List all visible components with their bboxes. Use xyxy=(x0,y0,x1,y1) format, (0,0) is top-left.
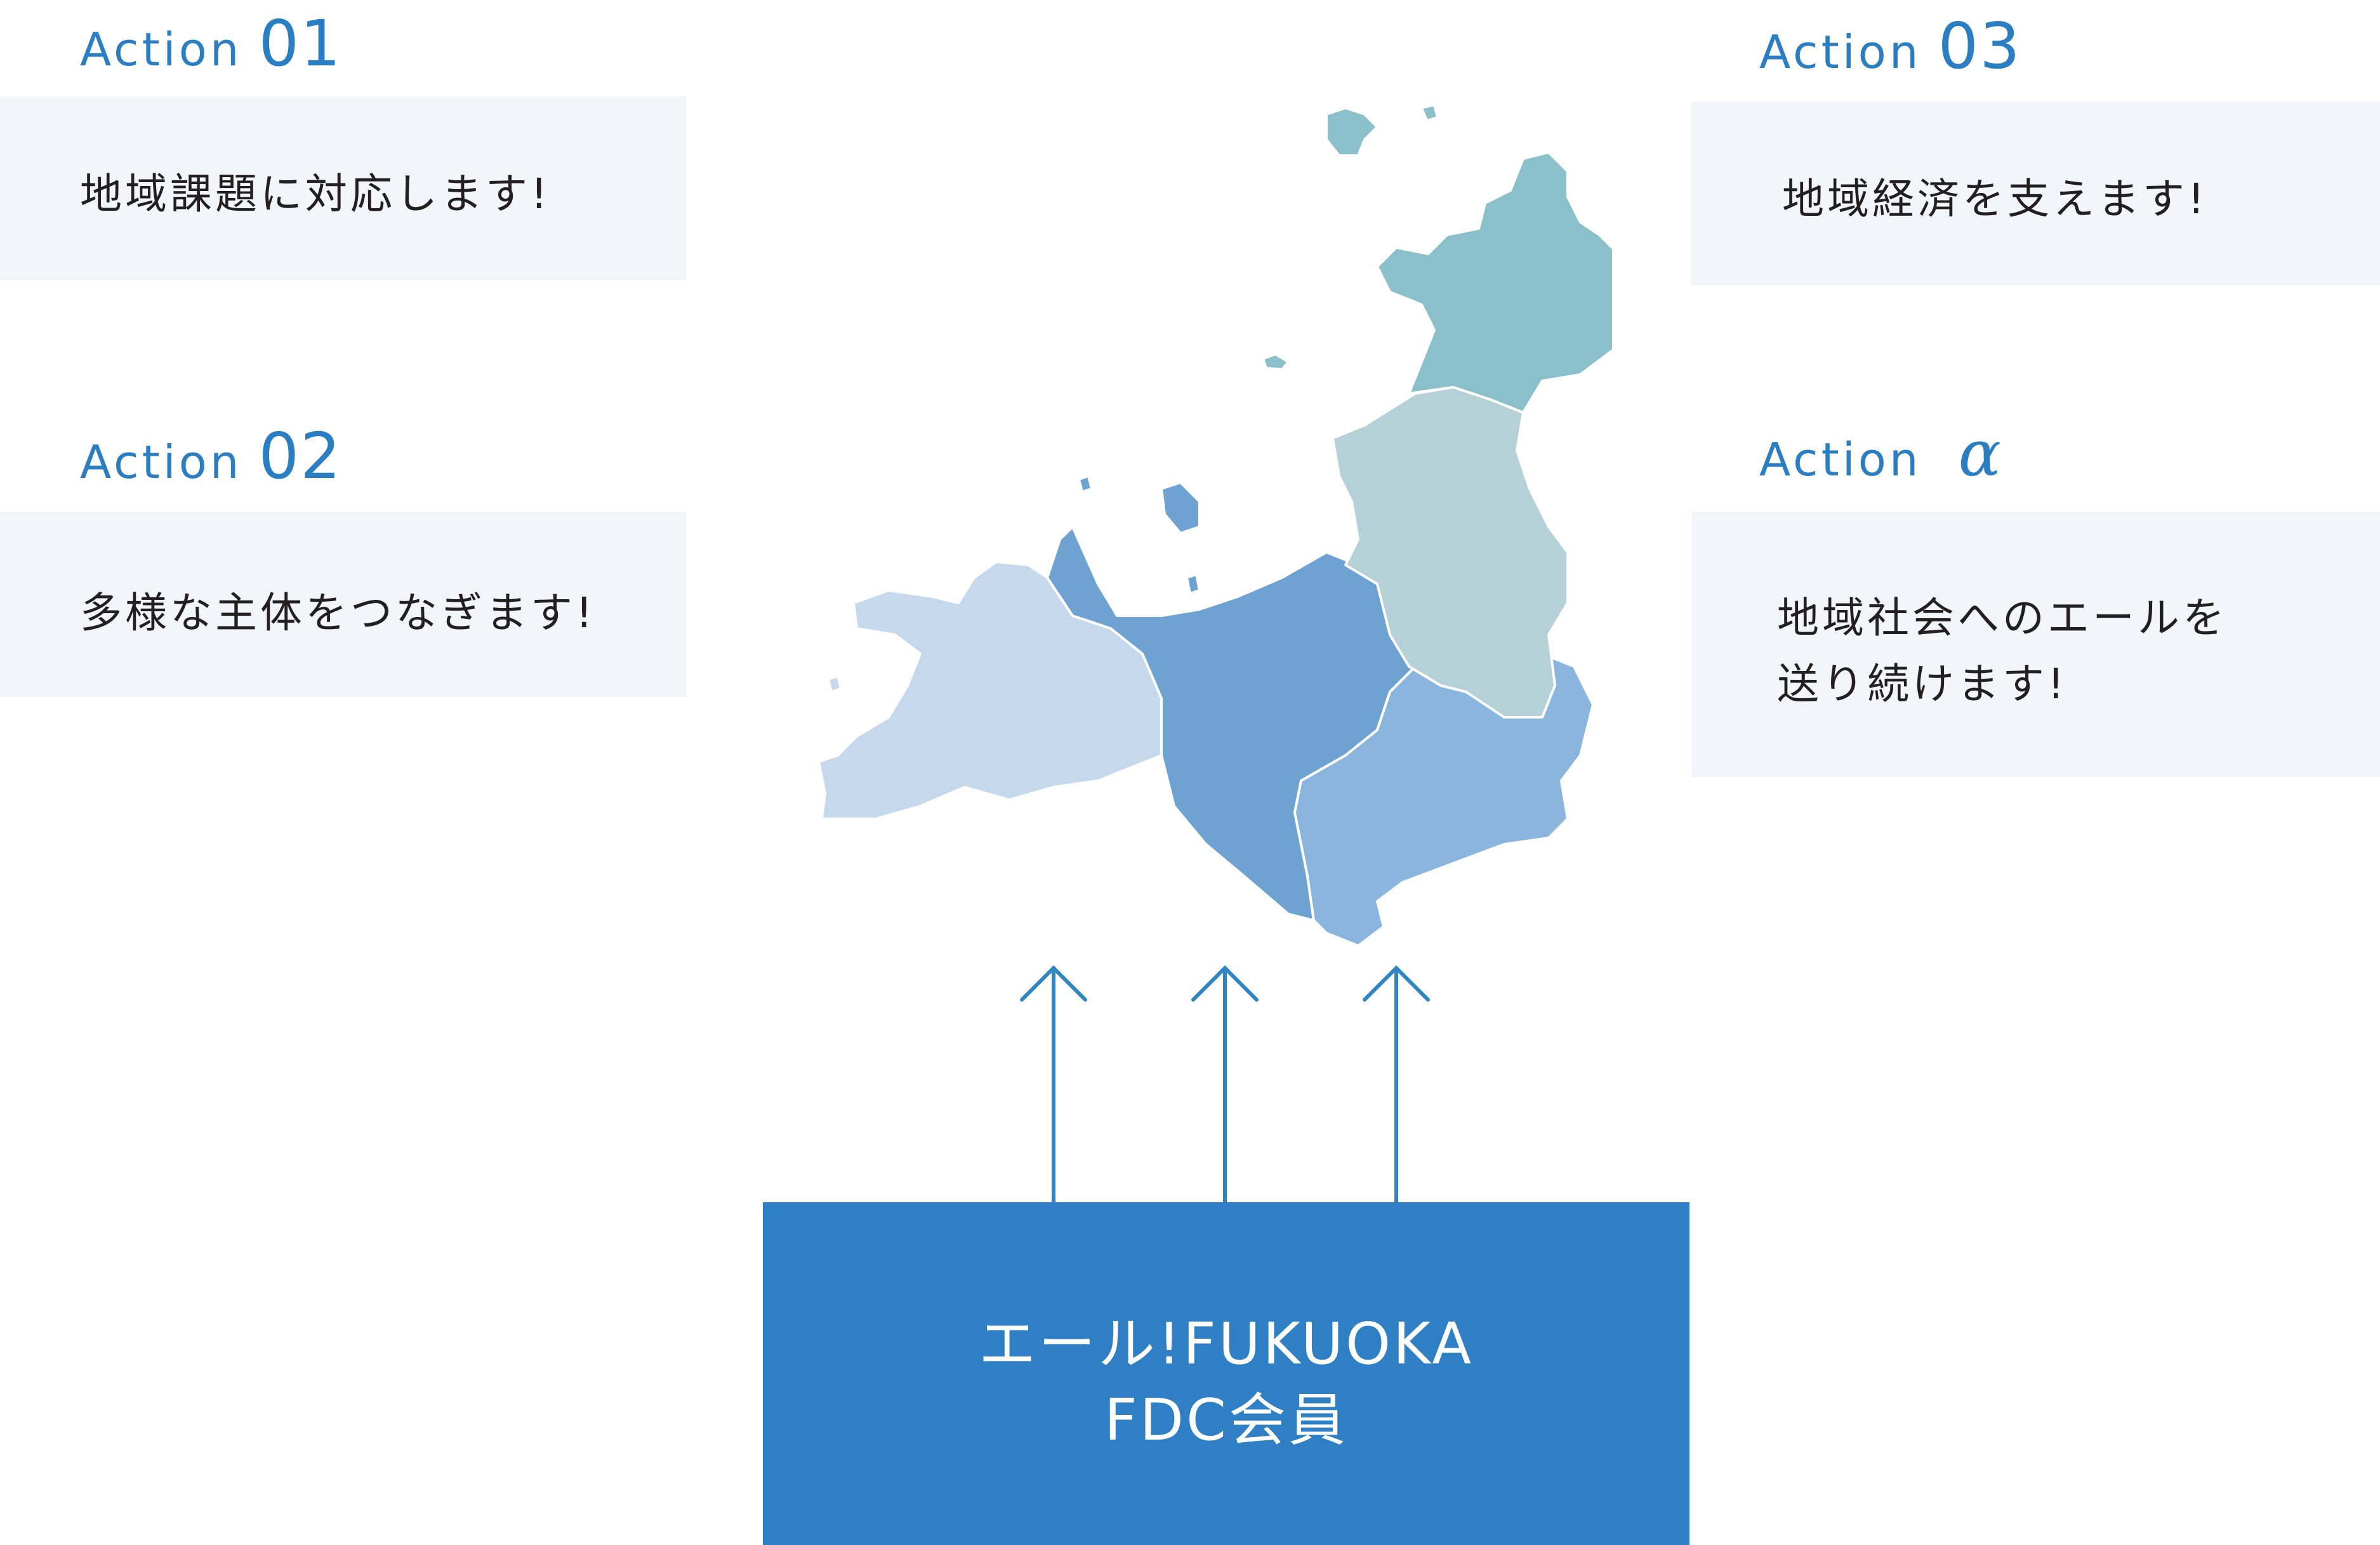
action-03-number: 03 xyxy=(1938,9,2021,83)
arrow-1-head xyxy=(1020,965,1087,1002)
fukuoka-prefecture-map xyxy=(819,103,1612,947)
action-02-panel: 多様な主体をつなぎます! xyxy=(0,512,687,697)
map-island-center-1 xyxy=(1160,481,1201,534)
action-02-heading: Action 02 xyxy=(80,419,342,493)
action-03-heading: Action 03 xyxy=(1759,9,2021,83)
arrow-3-head xyxy=(1363,965,1430,1002)
action-02-number: 02 xyxy=(258,419,342,493)
action-01-word: Action xyxy=(80,23,242,76)
action-01-heading: Action 01 xyxy=(80,6,342,81)
action-02-word: Action xyxy=(80,435,242,489)
action-alpha-line-2: 送り続けます! xyxy=(1777,660,2068,708)
map-island-west-1 xyxy=(827,675,842,693)
arrow-1 xyxy=(1020,965,1087,1205)
action-03-panel: 地域経済を支えます! xyxy=(1691,102,2380,286)
arrow-2-head xyxy=(1191,965,1259,1002)
map-island-north-3 xyxy=(1262,353,1290,371)
map-island-north-2 xyxy=(1420,103,1439,122)
member-box-line-2: FDC会員 xyxy=(1104,1387,1348,1454)
arrow-3 xyxy=(1363,965,1430,1205)
map-island-north-1 xyxy=(1325,107,1378,157)
map-island-center-3 xyxy=(1186,573,1201,595)
action-02-line-1: 多様な主体をつなぎます! xyxy=(80,588,596,637)
map-regions xyxy=(819,103,1612,947)
action-01-line-1: 地域課題に対応します! xyxy=(80,169,551,218)
action-01-panel: 地域課題に対応します! xyxy=(0,96,687,281)
action-alpha-word: Action xyxy=(1759,433,1922,486)
member-box-line-1: エール!FUKUOKA xyxy=(978,1311,1474,1377)
action-03-line-1: 地域経済を支えます! xyxy=(1782,175,2208,223)
map-region-north xyxy=(1376,151,1612,414)
action-03-text: 地域経済を支えます! xyxy=(1782,165,2207,226)
arrows-group xyxy=(1020,965,1430,1205)
action-02-text: 多様な主体をつなぎます! xyxy=(80,579,595,640)
action-03-word: Action xyxy=(1759,25,1922,79)
action-alpha-text: 地域社会へのエールを 送り続けます! xyxy=(1777,585,2228,717)
map-bay xyxy=(1098,501,1339,603)
member-box: エール!FUKUOKA FDC会員 xyxy=(763,1202,1689,1545)
map-region-west xyxy=(819,560,1163,820)
arrow-2 xyxy=(1191,965,1259,1205)
action-alpha-panel: 地域社会へのエールを 送り続けます! xyxy=(1692,512,2380,777)
action-alpha-line-1: 地域社会へのエールを xyxy=(1777,593,2228,642)
action-alpha-symbol: α xyxy=(1958,416,2003,491)
map-island-center-2 xyxy=(1078,475,1093,493)
action-01-number: 01 xyxy=(258,6,342,81)
action-01-text: 地域課題に対応します! xyxy=(80,160,550,221)
